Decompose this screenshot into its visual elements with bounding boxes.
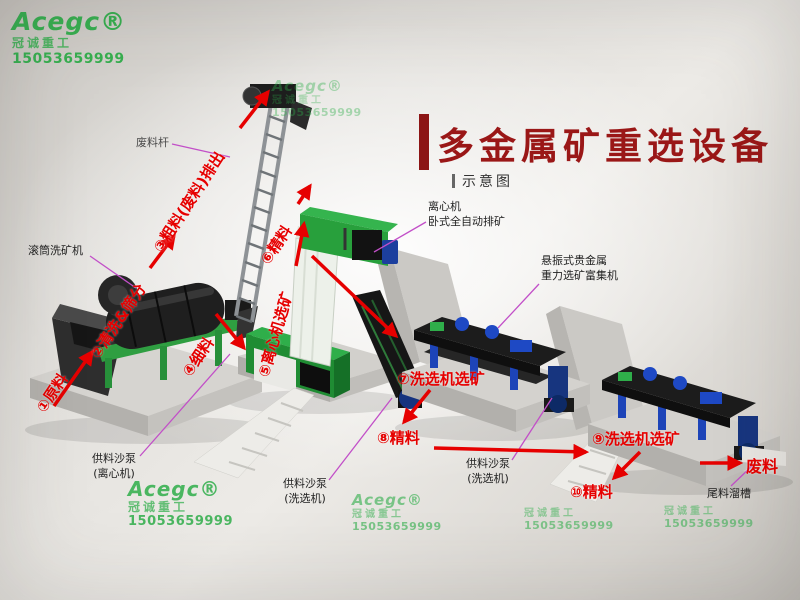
callout-feed-pump-washer2-line2: (洗选机)	[467, 471, 509, 485]
flow-step-9: ⑨洗选机选矿	[592, 430, 680, 448]
feed-ramp-wedges	[376, 248, 652, 442]
subtitle: 示意图	[452, 171, 513, 191]
drum-washer-illustration	[30, 275, 262, 436]
callout-feed-pump-centrifuge: 供料沙泵 (离心机)	[92, 452, 136, 482]
callout-tailings-chute: 尾料溜槽	[707, 487, 751, 500]
callout-feed-pump-washer1-line1: 供料沙泵	[283, 477, 327, 490]
callout-shaker-line2: 重力选矿富集机	[541, 268, 618, 282]
bucket-elevator-illustration	[234, 84, 312, 324]
callout-shaker-line1: 悬振式贵金属	[541, 254, 607, 267]
callout-feed-pump-washer2-line1: 供料沙泵	[466, 457, 510, 470]
flow-waste-output: 废料	[746, 457, 779, 476]
callout-shaker: 悬振式贵金属 重力选矿富集机	[541, 254, 618, 284]
shaking-table-1	[402, 317, 590, 432]
subtitle-bar-icon	[452, 174, 455, 188]
callout-centrifuge-line1: 离心机	[428, 200, 461, 213]
callout-feed-pump-washer1: 供料沙泵 (洗选机)	[283, 477, 327, 507]
title-accent-bar	[419, 114, 429, 170]
callout-feed-pump-washer2: 供料沙泵 (洗选机)	[466, 457, 510, 487]
callout-centrifuge-line2: 卧式全自动排矿	[428, 214, 505, 228]
callout-drum-washer: 滚筒洗矿机	[28, 244, 83, 257]
ground-shadows	[25, 390, 793, 495]
callout-feed-pump-washer1-line2: (洗选机)	[284, 491, 326, 505]
staircase-1	[193, 387, 315, 479]
flow-step-8: ⑧精料	[377, 429, 420, 447]
subtitle-text: 示意图	[462, 174, 513, 190]
shaking-table-2	[588, 366, 786, 486]
flow-step-7: ⑦洗选机选矿	[397, 370, 485, 388]
flow-step-10: ⑩精料	[570, 483, 613, 501]
callout-feed-pump-centrifuge-line1: 供料沙泵	[92, 452, 136, 465]
callout-waste-rod: 废料杆	[136, 136, 169, 149]
page-title: 多金属矿重选设备	[437, 125, 773, 168]
flow-arrows	[52, 89, 744, 481]
callout-centrifuge: 离心机 卧式全自动排矿	[428, 200, 505, 230]
callout-feed-pump-centrifuge-line2: (离心机)	[93, 466, 135, 480]
